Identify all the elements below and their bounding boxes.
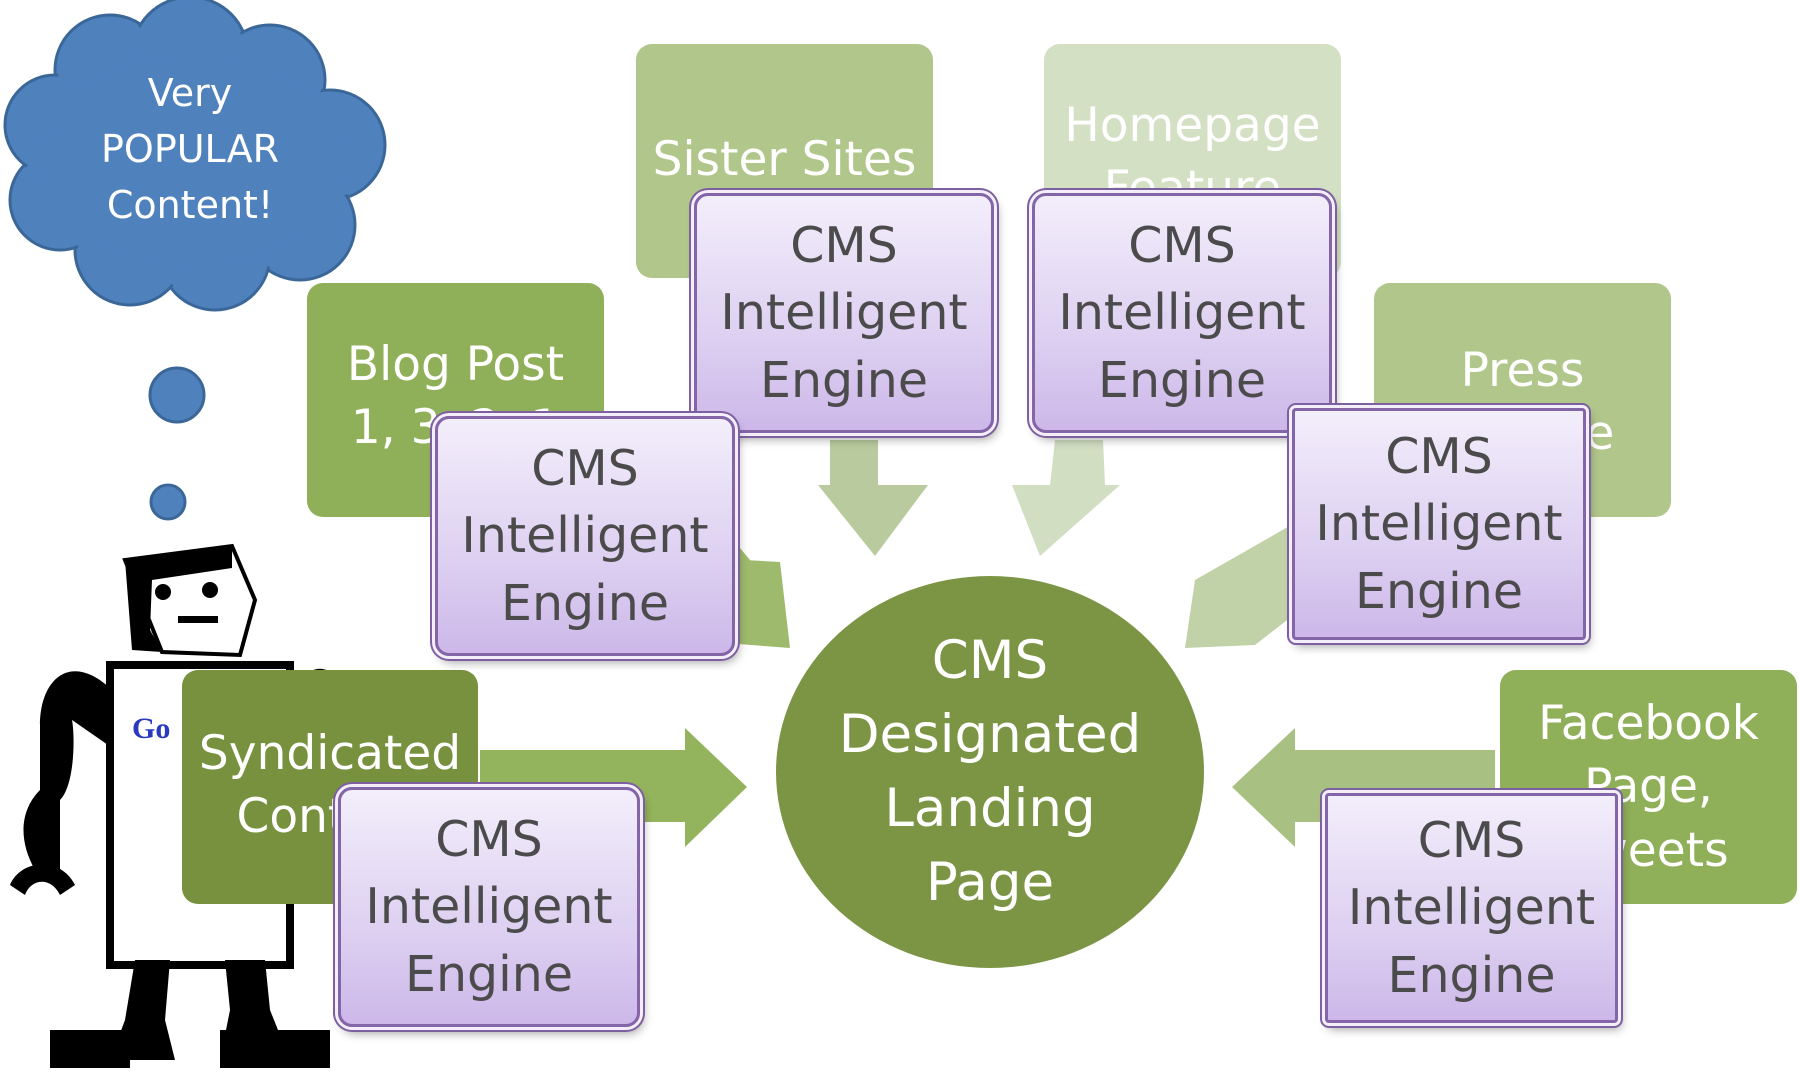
arrow-from-homepage-feature	[1012, 440, 1120, 556]
engine-blog-post-line-2: Intelligent	[461, 507, 709, 565]
engine-syndicated-content: CMS Intelligent Engine	[338, 787, 640, 1027]
engine-homepage-feature-line-1: CMS	[1128, 216, 1236, 274]
engine-blog-post-line-1: CMS	[531, 439, 639, 497]
engine-syndicated-content-line-3: Engine	[405, 945, 573, 1003]
engine-blog-post-line-3: Engine	[501, 574, 669, 632]
robot-arm-left	[23, 671, 113, 870]
source-homepage-feature-line-1: Homepage	[1064, 98, 1321, 153]
source-sister-sites-line: Sister Sites	[652, 132, 917, 187]
hub-line-3: Landing	[884, 778, 1096, 839]
engine-press-release-line-1: CMS	[1385, 427, 1493, 485]
engine-facebook-tweets-line-2: Intelligent	[1347, 879, 1596, 937]
engine-syndicated-content-line-1: CMS	[435, 810, 543, 868]
engine-homepage-feature-line-2: Intelligent	[1058, 284, 1306, 342]
thought-bubble-small	[149, 483, 187, 521]
engine-homepage-feature-line-3: Engine	[1098, 351, 1266, 409]
cloud-fill	[8, 0, 382, 307]
engine-homepage-feature: CMS Intelligent Engine	[1032, 193, 1332, 433]
engine-press-release-line-3: Engine	[1355, 562, 1523, 620]
engine-facebook-tweets-line-1: CMS	[1417, 811, 1526, 869]
source-blog-post-line-1: Blog Post	[346, 337, 565, 392]
source-facebook-tweets-line-1: Facebook	[1538, 696, 1759, 751]
robot-eye-left	[155, 584, 171, 600]
engine-facebook-tweets-line-3: Engine	[1387, 946, 1556, 1004]
arrow-from-sister-sites	[818, 440, 928, 556]
source-syndicated-content-line-1: Syndicated	[198, 726, 462, 781]
engine-blog-post: CMS Intelligent Engine	[435, 416, 735, 656]
engine-press-release-line-2: Intelligent	[1315, 495, 1563, 553]
thought-cloud	[3, 0, 387, 521]
engine-sister-sites-line-1: CMS	[790, 216, 898, 274]
thought-line-3: Content!	[106, 183, 274, 228]
arrow-from-blog-post	[660, 548, 790, 648]
engine-syndicated-content-line-2: Intelligent	[365, 878, 613, 936]
engine-press-release: CMS Intelligent Engine	[1292, 408, 1586, 640]
engine-facebook-tweets: CMS Intelligent Engine	[1325, 793, 1618, 1023]
engine-sister-sites: CMS Intelligent Engine	[694, 193, 994, 433]
hub-line-4: Page	[925, 852, 1055, 914]
hub-line-1: CMS	[931, 629, 1049, 691]
robot-mouth	[178, 616, 218, 623]
hub-landing-page: CMS Designated Landing Page	[776, 576, 1204, 968]
robot-shirt-logo: Go	[132, 712, 170, 745]
hub-line-2: Designated	[838, 703, 1142, 765]
engine-sister-sites-line-2: Intelligent	[720, 284, 968, 342]
thought-line-1: Very	[147, 71, 233, 115]
robot-eye-right	[202, 582, 218, 598]
thought-bubble-large	[148, 366, 206, 424]
source-press-release-line-1: Press	[1460, 343, 1585, 398]
thought-line-2: POPULAR	[101, 127, 279, 172]
thought-text: Very POPULAR Content!	[40, 65, 340, 234]
arrow-from-press-release	[1185, 520, 1300, 648]
engine-sister-sites-line-3: Engine	[760, 351, 928, 409]
